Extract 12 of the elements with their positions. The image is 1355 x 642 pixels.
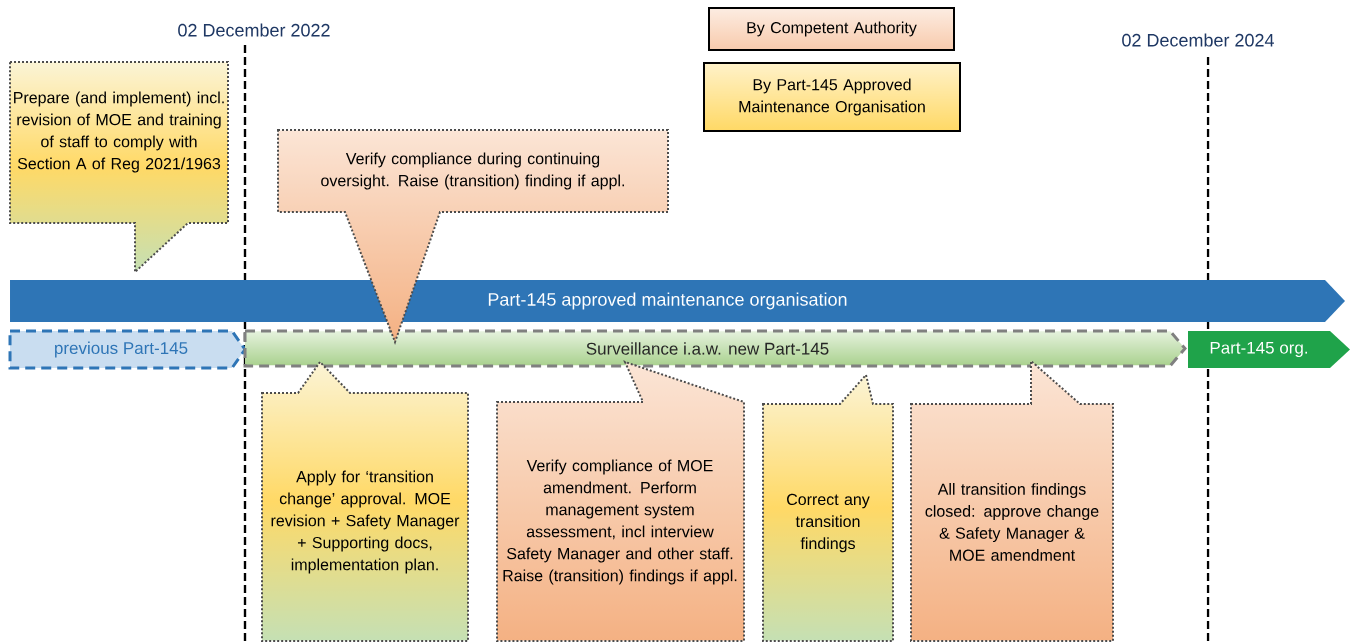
- callout: Apply for ‘transition change’ approval. MOE revision + Safety Manager + Supporting docs, implementation plan.: [261, 360, 469, 642]
- date-label: 02 December 2022: [178, 23, 330, 37]
- legend-box: By Competent Authority: [708, 7, 955, 51]
- callout: All transition findings closed: approve change & Safety Manager & MOE amendment: [910, 358, 1114, 642]
- legend-box: By Part-145 Approved Maintenance Organisation: [703, 62, 961, 132]
- phase-bar: Part-145 approved maintenance organisation: [10, 280, 1345, 322]
- date-label: 02 December 2024: [1122, 33, 1274, 47]
- phase-bar: previous Part-145: [8, 329, 247, 370]
- phase-bar: Part-145 org.: [1188, 331, 1350, 368]
- phase-bar: Surveillance i.a.w. new Part-145: [243, 329, 1187, 368]
- callout: Prepare (and implement) incl. revision of MOE and training of staff to comply with Section A of Reg 2021/1963: [9, 61, 229, 275]
- callout: Correct any transition findings: [762, 372, 894, 642]
